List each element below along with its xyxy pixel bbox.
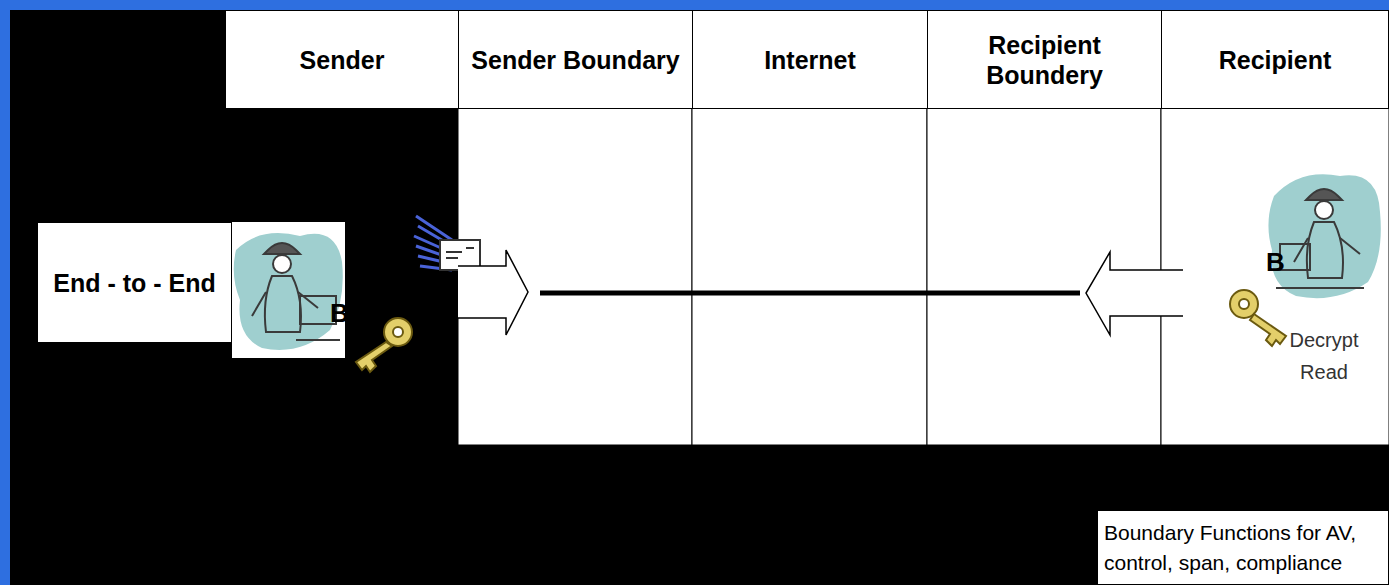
box-label: Recipient [1219,45,1332,75]
column-band [1161,108,1389,445]
outline-arrow [458,250,528,335]
outline-arrow [1086,252,1183,335]
column-header: Sender [225,10,459,109]
key-icon [1230,290,1286,346]
column-header: Internet [692,10,928,109]
black-background [10,10,1389,585]
box-label: Recipient Boundery [932,30,1157,90]
box-label: Sender [300,45,385,75]
action-label: Decrypt Read [1284,324,1364,388]
key-icon [356,318,412,372]
box-label: End - to - End [53,268,215,298]
transport-line [540,291,1080,296]
person-icon [1268,174,1380,298]
column-band [458,108,692,445]
column-header: Recipient Boundery [927,10,1162,109]
note-box: Boundary Functions for AV, control, span… [1097,510,1389,585]
key-label: B [330,298,360,328]
column-header: Sender Boundary [458,10,693,109]
person-icon [232,222,345,358]
envelope-icon [414,216,480,270]
key-label: B [1266,247,1296,277]
column-band [692,108,927,445]
box-label: Sender Boundary [471,45,679,75]
row-label-box: End - to - End [37,222,232,343]
box-label: Internet [764,45,856,75]
column-bands [458,108,1389,445]
column-header: Recipient [1161,10,1389,109]
note-text: Boundary Functions for AV, control, span… [1104,518,1382,578]
